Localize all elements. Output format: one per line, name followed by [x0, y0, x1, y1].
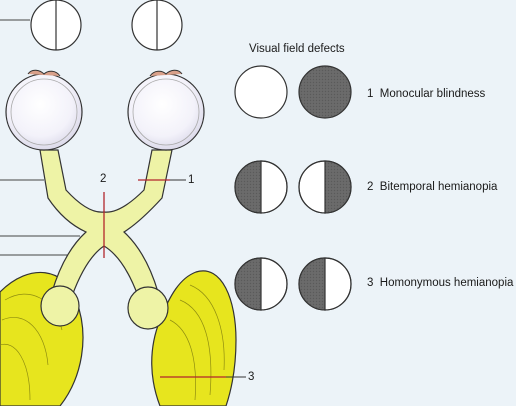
defect-2-name: Bitemporal hemianopia — [379, 181, 498, 193]
pointer-label-2: 2 — [100, 173, 107, 185]
left-eye-visual-field-icon — [30, 0, 82, 51]
defect-1-left-field — [234, 65, 288, 119]
defect-3-name: Homonymous hemianopia — [379, 277, 514, 289]
right-eye-visual-field-icon — [131, 0, 183, 51]
defect-3-label: 3 Homonymous hemianopia — [367, 277, 514, 290]
defect-3-left-field — [234, 257, 288, 311]
pointer-label-3: 3 — [248, 371, 255, 383]
defect-1-name: Monocular blindness — [379, 88, 486, 100]
defect-3-right-field — [298, 257, 352, 311]
right-eyeball — [127, 69, 205, 151]
lesion-markers — [103, 179, 226, 378]
defect-1-label: 1 Monocular blindness — [367, 88, 486, 101]
defect-2-number: 2 — [367, 181, 374, 193]
defect-2-left-field — [234, 160, 288, 214]
optic-pathway — [39, 149, 173, 330]
right-optic-radiation — [151, 270, 237, 406]
defect-3-number: 3 — [367, 277, 374, 289]
defect-1-right-field — [298, 65, 352, 119]
defect-2-label: 2 Bitemporal hemianopia — [367, 181, 498, 194]
left-eyeball — [5, 69, 83, 151]
lesion-leader-lines — [170, 179, 246, 378]
visual-field-defects-title: Visual field defects — [249, 43, 345, 55]
defect-1-number: 1 — [367, 88, 374, 100]
pointer-label-1: 1 — [188, 174, 195, 186]
defect-2-right-field — [298, 160, 352, 214]
